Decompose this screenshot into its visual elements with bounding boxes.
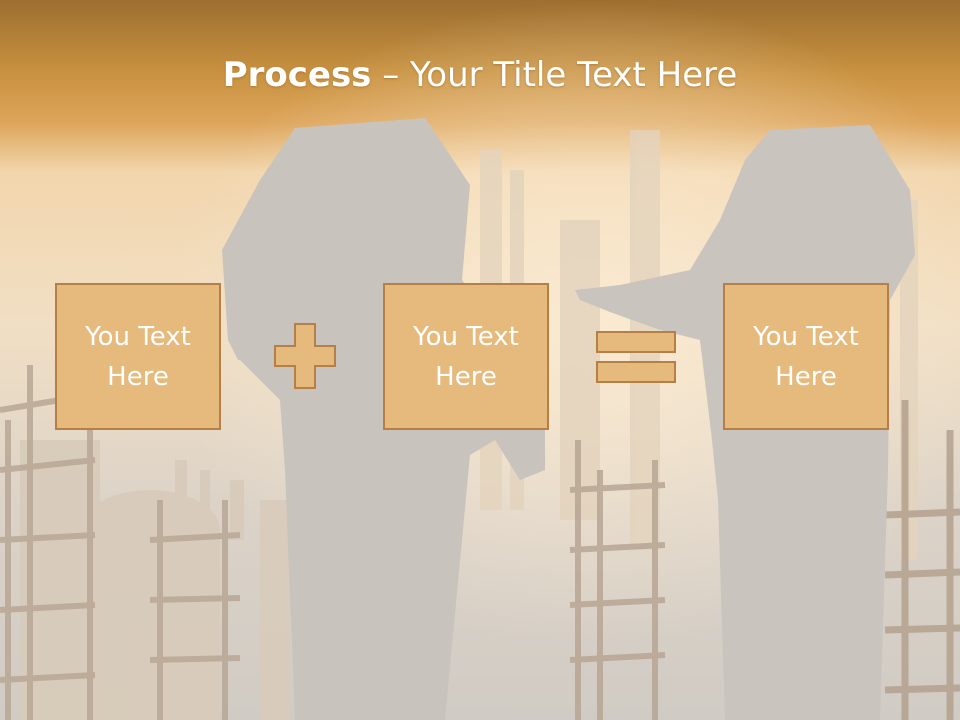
process-box-3-text: You Text Here <box>753 321 859 392</box>
process-box-3[interactable]: You Text Here <box>723 283 889 430</box>
process-box-1-text: You Text Here <box>85 321 191 392</box>
title-rest-text: – Your Title Text Here <box>371 55 738 95</box>
title-bold-text: Process <box>222 55 372 95</box>
equals-icon <box>596 331 676 383</box>
process-box-2-text: You Text Here <box>413 321 519 392</box>
process-box-2[interactable]: You Text Here <box>383 283 549 430</box>
process-box-1[interactable]: You Text Here <box>55 283 221 430</box>
plus-icon <box>274 323 336 389</box>
slide-title: Process – Your Title Text Here <box>0 52 960 98</box>
